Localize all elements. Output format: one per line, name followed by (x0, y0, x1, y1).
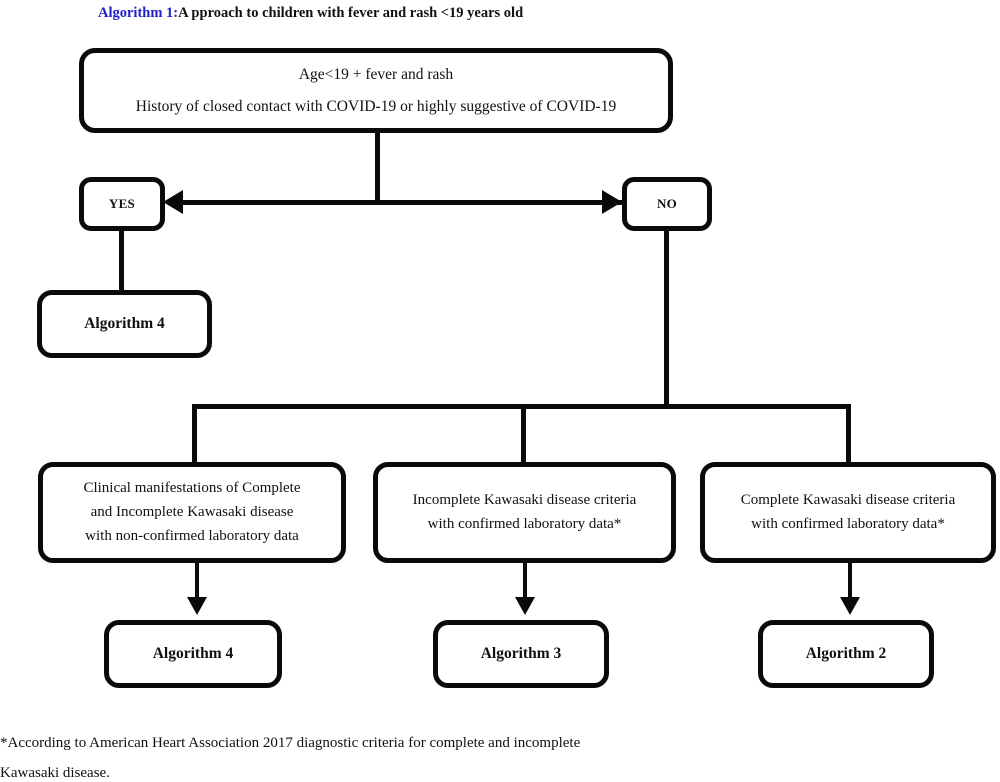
figure-footnote: *According to American Heart Association… (0, 728, 700, 782)
node-outcome-right-algorithm: Algorithm 2 (758, 620, 934, 688)
node-root-criteria: Age<19 + fever and rash History of close… (79, 48, 673, 133)
arrow-down-left-icon (187, 563, 207, 620)
node-decision-yes-label: YES (108, 196, 136, 211)
node-criteria-right-line2: with confirmed laboratory data* (751, 516, 945, 532)
figure-title: Algorithm 1:A pproach to children with f… (98, 0, 958, 26)
arrow-head (187, 597, 207, 615)
node-decision-no: NO (622, 177, 712, 231)
node-root-line1: Age<19 + fever and rash (298, 65, 454, 83)
arrow-down-right-icon (840, 563, 860, 620)
node-decision-yes: YES (79, 177, 165, 231)
node-criteria-middle-line2: with confirmed laboratory data* (427, 516, 622, 532)
arrow-head-left-icon (163, 190, 183, 214)
node-outcome-left-label: Algorithm 4 (152, 645, 234, 662)
connector-drop-left (192, 404, 197, 464)
node-root-line2: History of closed contact with COVID-19 … (135, 97, 617, 115)
arrow-head (840, 597, 860, 615)
arrow-stem (195, 563, 199, 601)
connector-no-down (664, 231, 669, 409)
node-outcome-left-algorithm: Algorithm 4 (104, 620, 282, 688)
node-criteria-right: Complete Kawasaki disease criteria with … (700, 462, 996, 563)
arrow-down-middle-icon (515, 563, 535, 620)
node-criteria-left-line2: and Incomplete Kawasaki disease (90, 504, 294, 520)
node-outcome-right-label: Algorithm 2 (805, 645, 887, 662)
node-criteria-left-line3: with non-confirmed laboratory data (85, 528, 299, 544)
arrow-stem (523, 563, 527, 601)
figure-footnote-line1: *According to American Heart Association… (0, 735, 581, 751)
node-outcome-middle-algorithm: Algorithm 3 (433, 620, 609, 688)
node-criteria-left: Clinical manifestations of Complete and … (38, 462, 346, 563)
node-yes-outcome-algorithm: Algorithm 4 (37, 290, 212, 358)
node-yes-outcome-label: Algorithm 4 (84, 315, 165, 332)
node-criteria-middle: Incomplete Kawasaki disease criteria wit… (373, 462, 676, 563)
node-outcome-middle-label: Algorithm 3 (480, 645, 562, 662)
arrow-stem (848, 563, 852, 601)
connector-root-down (375, 133, 380, 203)
node-decision-no-label: NO (656, 196, 678, 211)
figure-footnote-line2: Kawasaki disease. (0, 765, 110, 781)
connector-drop-right (846, 404, 851, 464)
node-criteria-middle-line1: Incomplete Kawasaki disease criteria (412, 492, 637, 508)
figure-title-text: A pproach to children with fever and ras… (178, 5, 524, 21)
connector-yes-down (119, 231, 124, 291)
connector-drop-middle (521, 404, 526, 464)
connector-yes-no-bar (178, 200, 624, 205)
node-criteria-right-line1: Complete Kawasaki disease criteria (740, 492, 956, 508)
node-criteria-left-line1: Clinical manifestations of Complete (83, 480, 301, 496)
arrow-head (515, 597, 535, 615)
figure-title-label: Algorithm 1: (98, 5, 179, 21)
arrow-head-right-icon (602, 190, 622, 214)
